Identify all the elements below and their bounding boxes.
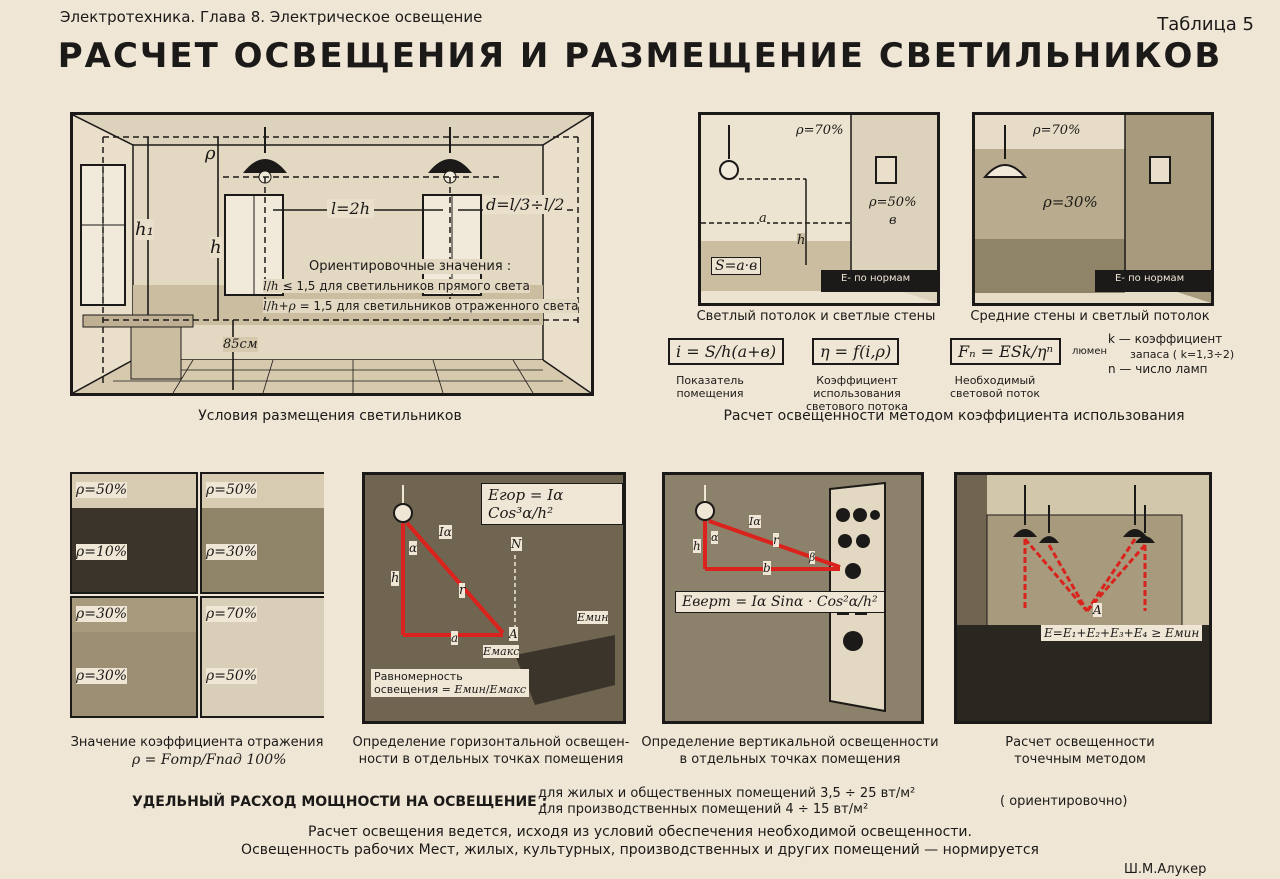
- placement-diagram: ρ h₁ h l=2h d=l/3÷l/2 Ориентировочные зн…: [70, 112, 594, 396]
- intensity-label: Iα: [749, 515, 761, 528]
- b-label: b: [763, 561, 771, 575]
- hint-title: Ориентировочные значения :: [309, 259, 512, 274]
- quad-1: ρ=50% ρ=10%: [70, 472, 198, 594]
- h-label: h: [391, 571, 400, 586]
- wall-rho: ρ=50%: [869, 195, 917, 210]
- power-label: УДЕЛЬНЫЙ РАСХОД МОЩНОСТИ НА ОСВЕЩЕНИЕ :: [132, 794, 548, 810]
- area-formula: S=a·в: [711, 257, 762, 275]
- reflection-grid: ρ=50% ρ=10% ρ=50% ρ=30% ρ=30% ρ=30% ρ=70…: [70, 472, 324, 718]
- uniformity-note: Равномерность освещения = Eмин/Eмакс: [371, 669, 529, 697]
- horizontal-illumination-diagram: Eгор = Iα Cos³α/h² α Iα h r N a A Eмин E…: [362, 472, 626, 724]
- reflection-formula: ρ = Fотр/Fпад 100%: [132, 752, 287, 768]
- h1-label: h₁: [135, 219, 154, 240]
- h-label: h: [693, 539, 701, 553]
- width-b: в: [889, 213, 897, 228]
- horizontal-caption: Определение горизонтальной освещен-ности…: [352, 735, 630, 767]
- flux-unit: люмен: [1072, 346, 1108, 357]
- rho-label: ρ: [205, 143, 216, 164]
- vertical-formula: Eверт = Iα Sinα · Cos²α/h²: [675, 591, 885, 613]
- quad-3: ρ=30% ρ=30%: [70, 596, 198, 718]
- room-index-formula: i = S/h(a+в): [668, 338, 785, 365]
- coefficient-notes: k — коэффициент запаса ( k=1,3÷2) n — чи…: [1108, 332, 1235, 376]
- room-illustration: [73, 115, 591, 393]
- r-label: r: [459, 583, 466, 598]
- author-signature: Ш.М.Алукер: [1124, 862, 1207, 877]
- table-number: Таблица 5: [1157, 14, 1254, 35]
- chapter-header: Электротехника. Глава 8. Электрическое о…: [60, 8, 483, 26]
- utilization-formula: η = f(i,ρ): [812, 338, 900, 365]
- wall-distance-label: d=l/3÷l/2: [483, 195, 568, 214]
- vertical-illumination-diagram: Eверт = Iα Sinα · Cos²α/h² α Iα h r b β: [662, 472, 924, 724]
- alpha-label: α: [711, 531, 719, 544]
- reflection-caption: Значение коэффициента отражения: [70, 735, 324, 750]
- light-room-diagram: ρ=70% ρ=50% a в h S=a·в E- по нормам: [698, 112, 940, 306]
- hint-direct: l/h ≤ 1,5 для светильников прямого света: [263, 279, 530, 293]
- height-label: 85см: [223, 337, 258, 352]
- a-label: a: [451, 631, 459, 645]
- quad-2: ρ=50% ρ=30%: [200, 472, 324, 594]
- medium-room-caption: Средние стены и светлый потолок: [970, 309, 1210, 324]
- r-label: r: [773, 533, 779, 547]
- power-values: для жилых и общественных помещений 3,5 ÷…: [538, 786, 916, 817]
- ceiling-rho: ρ=70%: [796, 123, 844, 138]
- intensity-label: Iα: [439, 525, 452, 539]
- hint-reflected: l/h+ρ = 1,5 для светильников отраженного…: [263, 299, 579, 313]
- point-a-label: A: [1093, 603, 1102, 617]
- footer-line-1: Расчет освещения ведется, исходя из усло…: [308, 824, 972, 840]
- horizontal-formula: Eгор = Iα Cos³α/h²: [481, 483, 623, 525]
- norm-label: E- по нормам: [841, 273, 911, 284]
- approx-note: ( ориентировочно): [1000, 794, 1128, 809]
- footer-line-2: Освещенность рабочих Мест, жилых, культу…: [241, 842, 1039, 858]
- medium-room-diagram: ρ=70% ρ=30% E- по нормам: [972, 112, 1214, 306]
- beta-label: β: [809, 551, 816, 564]
- normal-label: N: [511, 537, 522, 551]
- spacing-label: l=2h: [327, 199, 375, 218]
- h-label: h: [210, 237, 222, 258]
- emin-label: Eмин: [577, 611, 609, 624]
- point-method-diagram: A E=E₁+E₂+E₃+E₄ ≥ Eмин: [954, 472, 1212, 724]
- wall-rho: ρ=30%: [1043, 193, 1098, 211]
- height-h: h: [797, 233, 806, 248]
- quad-4: ρ=70% ρ=50%: [200, 596, 324, 718]
- point-a-label: A: [509, 627, 518, 641]
- norm-label: E- по нормам: [1115, 273, 1185, 284]
- length-a: a: [759, 211, 767, 226]
- total-illumination-formula: E=E₁+E₂+E₃+E₄ ≥ Eмин: [1041, 625, 1203, 641]
- utilization-method-caption: Расчет освещенности методом коэффициента…: [723, 408, 1185, 424]
- alpha-label: α: [409, 541, 418, 555]
- ceiling-rho: ρ=70%: [1033, 123, 1081, 138]
- light-room-caption: Светлый потолок и светлые стены: [696, 309, 936, 324]
- luminous-flux-formula: Fₙ = ESk/ηⁿ: [950, 338, 1061, 365]
- emax-label: Eмакс: [483, 645, 520, 658]
- placement-caption: Условия размещения светильников: [198, 408, 462, 424]
- page-title: РАСЧЕТ ОСВЕЩЕНИЯ И РАЗМЕЩЕНИЕ СВЕТИЛЬНИК…: [57, 36, 1223, 76]
